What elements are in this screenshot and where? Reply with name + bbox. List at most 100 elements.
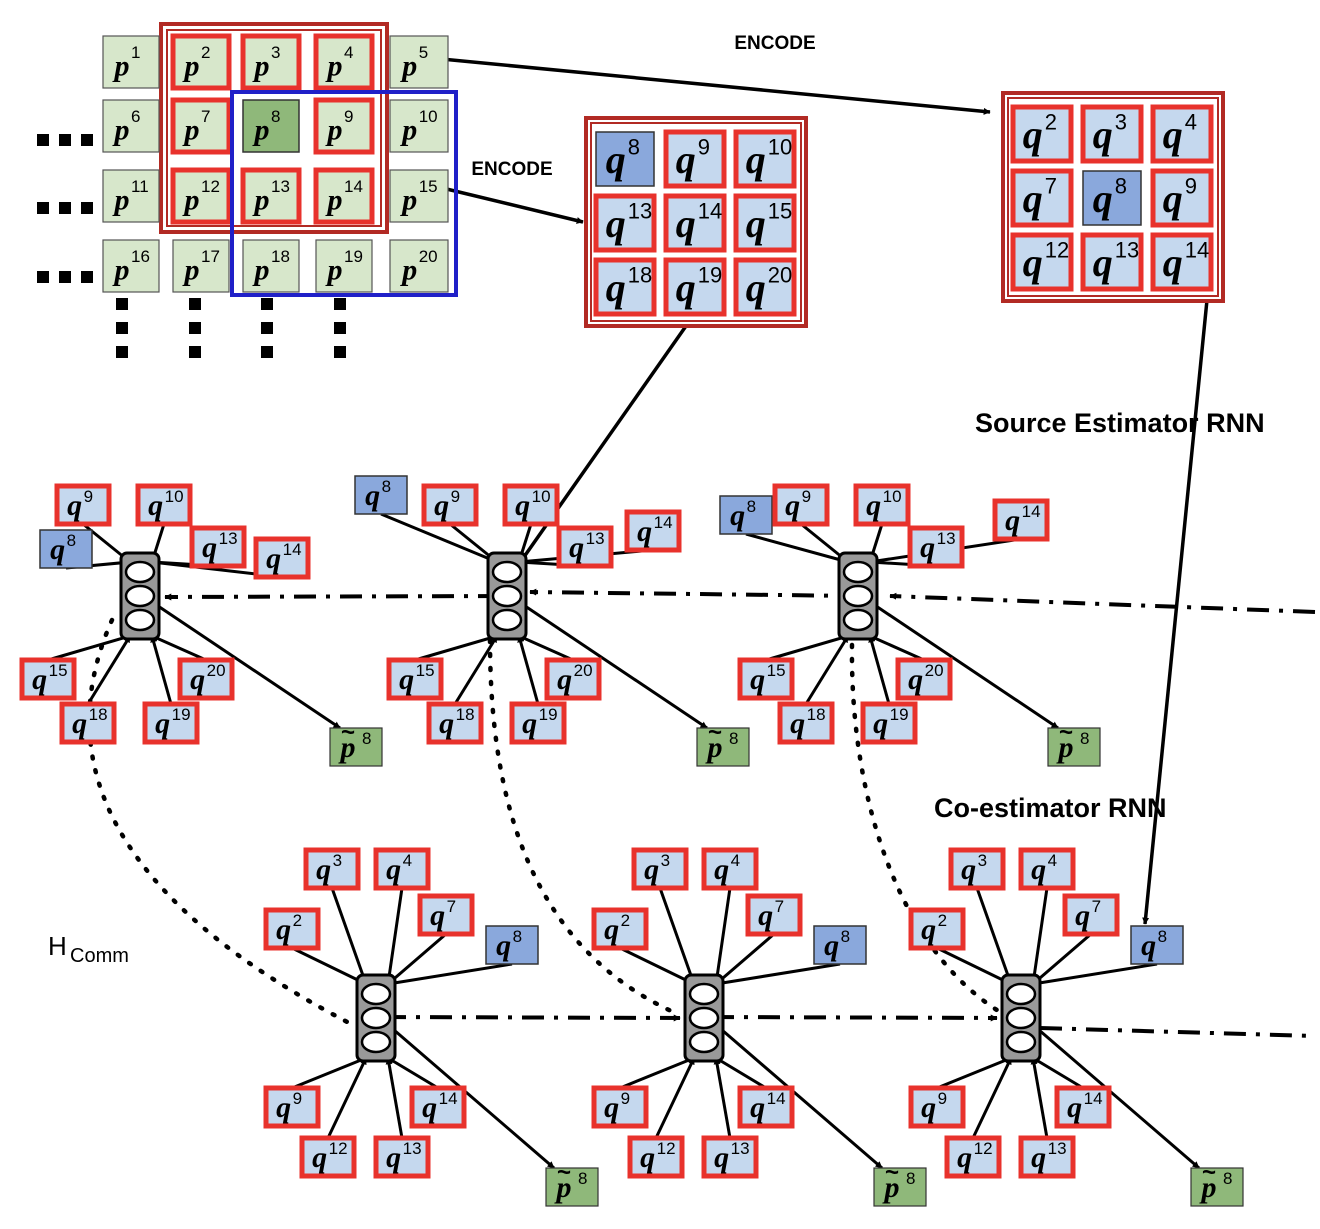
svg-text:7: 7 [775,897,784,916]
svg-text:9: 9 [938,1089,947,1108]
rnn-unit [124,608,156,632]
svg-text:q: q [1005,504,1020,537]
input-arrow [387,1056,439,1090]
h-comm-curve-3 [849,642,1003,1015]
svg-text:q: q [1141,929,1156,962]
svg-text:20: 20 [419,247,438,266]
input-arrow [658,887,696,985]
svg-text:p: p [554,1171,572,1204]
svg-text:p: p [252,50,270,83]
co-node2-output-p8: p~8 [873,1159,927,1207]
encode-window-blue [230,90,458,297]
svg-text:18: 18 [628,263,652,288]
svg-text:8: 8 [271,107,280,126]
cell-box [1080,104,1144,164]
svg-text:q: q [785,489,800,522]
input-arrow [518,634,574,662]
svg-text:q: q [604,1091,619,1124]
svg-text:9: 9 [451,487,460,506]
svg-text:14: 14 [344,177,363,196]
svg-text:13: 13 [403,1139,422,1158]
svg-text:q: q [439,707,454,740]
cell-box [102,35,160,89]
rnn-unit [1005,982,1037,1006]
cell-box [908,907,966,951]
cell-box [733,129,797,189]
co-node3-output-p8: p~8 [1190,1159,1244,1207]
cell-box [386,657,444,701]
input-arrow [936,1056,1012,1090]
input-arrow [150,635,173,705]
svg-text:15: 15 [768,199,792,224]
cell-box [189,525,247,569]
svg-text:4: 4 [731,851,740,870]
svg-text:9: 9 [84,487,93,506]
input-arrow [1032,1056,1084,1090]
svg-text:p: p [252,184,270,217]
svg-text:2: 2 [201,43,210,62]
cell-box [556,525,614,569]
input-arrow [291,946,367,986]
cell-box [595,131,655,187]
svg-text:q: q [676,137,696,182]
cell-box [303,847,361,891]
svg-text:14: 14 [767,1089,786,1108]
recurrent-arrow [164,593,501,601]
svg-text:10: 10 [532,487,551,506]
cell-box [102,239,160,293]
svg-text:q: q [496,929,511,962]
svg-text:q: q [1163,240,1183,285]
svg-text:~: ~ [1202,1159,1216,1186]
svg-text:q: q [714,853,729,886]
input-arrow [715,1056,767,1090]
svg-text:12: 12 [201,177,220,196]
encoded-coestimator-box-inner [1007,97,1219,297]
rnn-unit [124,584,156,608]
cell-box [853,483,911,527]
svg-text:2: 2 [938,911,947,930]
svg-text:q: q [921,913,936,946]
svg-text:2: 2 [293,911,302,930]
svg-text:13: 13 [937,529,956,548]
encode-label-top: ENCODE [734,33,815,54]
input-arrow [151,634,207,662]
svg-text:~: ~ [557,1159,571,1186]
cell-box [240,33,302,91]
svg-text:19: 19 [539,705,558,724]
rnn-unit [688,1030,720,1054]
svg-text:9: 9 [1185,174,1197,199]
svg-text:7: 7 [201,107,210,126]
svg-text:~: ~ [885,1159,899,1186]
source-rnn-node-3 [837,551,879,641]
input-arrow [330,887,368,985]
svg-text:8: 8 [362,729,371,748]
cell-box [315,239,373,293]
co-node1-output-p8: p~8 [545,1159,599,1207]
input-arrow [868,635,891,705]
svg-text:11: 11 [131,177,149,196]
co-recurrent-arrow [383,1014,681,1022]
cell-box [663,193,727,253]
input-arrow [380,512,498,564]
svg-text:q: q [434,489,449,522]
svg-text:q: q [957,1141,972,1174]
cell-box [354,475,408,515]
svg-text:9: 9 [344,107,353,126]
